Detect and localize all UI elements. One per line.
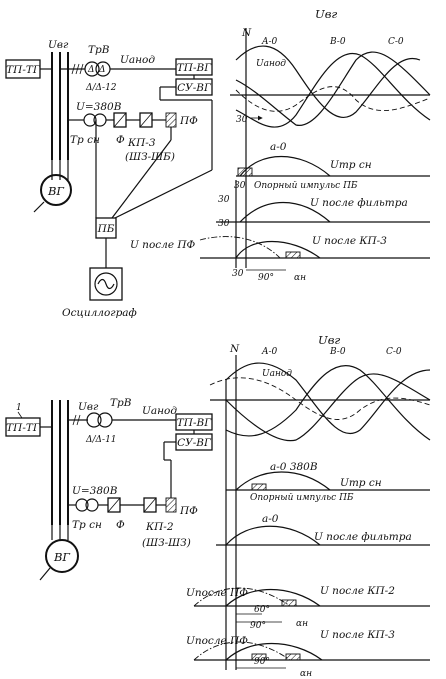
bottom-u-after-pf-1-label: Uпосле ПФ (186, 587, 248, 599)
u-anod-label: Uанод (120, 54, 155, 66)
bottom-u-380-label: U=380В (72, 485, 118, 497)
bottom-su-vg-label: СУ-ВГ (177, 437, 212, 449)
vg-label: ВГ (47, 184, 64, 198)
bottom-phase-a-label: A-0 (261, 347, 278, 357)
bottom-vg-generator (45, 539, 79, 573)
bottom-phase-b-label: B-0 (329, 347, 346, 357)
top-phase-a-label: A-0 (261, 37, 278, 47)
su-vg-label: СУ-ВГ (177, 82, 212, 94)
bottom-u-tr-sn-label: Uтр сн (340, 477, 382, 489)
top-u-after-kp-label: U после КП-3 (312, 235, 387, 247)
top-u-anod-label: Uанод (256, 59, 286, 69)
trv-group-label: Δ/Δ-12 (85, 83, 117, 93)
top-u-vg-label: Uвг (315, 7, 337, 21)
bottom-tp-tg-label: ТП-ТГ (6, 422, 41, 434)
n-label: N (241, 27, 252, 39)
bottom-u-vg-label: Uвг (78, 401, 99, 413)
trv-label: ТрВ (88, 44, 110, 56)
bottom-alpha-1: αн (296, 619, 308, 629)
bottom-trv-label: ТрВ (110, 397, 132, 409)
kp-sub-label: (ШЗ-ШБ) (125, 151, 175, 163)
top-phase-b-label: B-0 (329, 37, 346, 47)
bottom-angle-60: 60° (254, 605, 270, 615)
bottom-pf-label: ПФ (179, 505, 198, 517)
bottom-alpha-2: αн (300, 669, 312, 679)
bottom-u-anod-label: Uанод (142, 405, 177, 417)
top-waveforms: N Uвг A-0 B-0 C-0 Uанод 30 a-0 Uтр сн 30… (199, 7, 431, 283)
bottom-marker: 1 (16, 403, 22, 413)
bottom-kp-label: КП-2 (145, 521, 174, 533)
bottom-u-vg-wave-label: Uвг (318, 333, 340, 347)
top-alpha-label: αн (294, 273, 306, 283)
top-a0-label: a-0 (270, 141, 287, 153)
vg-generator (40, 174, 72, 206)
u-380-label: U=380В (76, 101, 122, 113)
top-angle-30b: 30 (234, 181, 246, 191)
bottom-a0-380-label: a-0 380В (270, 461, 318, 473)
top-phase-c-label: C-0 (388, 37, 404, 47)
bottom-ref-pulse-label: Опорный импульс ПБ (250, 493, 354, 503)
top-schematic: ТП-ТГ Uвг Δ Δ ТрВ Δ/Δ-12 Uанод ТП-ВГ СУ-… (5, 39, 213, 319)
bottom-phase-c-label: C-0 (386, 347, 402, 357)
bottom-u-after-pf-2-label: Uпосле ПФ (186, 635, 248, 647)
top-angle-30c: 30 (218, 195, 230, 205)
bottom-u-after-filter-label: U после фильтра (314, 531, 412, 543)
pf-label: ПФ (179, 115, 198, 127)
bottom-a0-label: a-0 (262, 513, 279, 525)
bottom-schematic: 1 ТП-ТГ Uвг ТрВ Δ/Δ-11 Uанод ТП-ВГ СУ-ВГ… (5, 397, 213, 581)
top-ref-pulse-label: Опорный импульс ПБ (254, 181, 358, 191)
top-angle-90: 90° (258, 273, 274, 283)
tp-vg-label: ТП-ВГ (177, 62, 212, 74)
bottom-u-after-kp3-label: U после КП-3 (320, 629, 395, 641)
bottom-n-label: N (229, 343, 240, 355)
kp-label: КП-3 (127, 137, 156, 149)
top-angle-30e: 30 (232, 269, 244, 279)
bottom-trv-group-label: Δ/Δ-11 (85, 435, 117, 445)
bottom-vg-label: ВГ (53, 550, 70, 564)
bottom-angle-90b: 90° (254, 657, 270, 667)
u-vg-label: Uвг (48, 39, 69, 51)
top-angle-30d: 30 (218, 219, 230, 229)
oscillograph-label: Осциллограф (62, 307, 137, 319)
pb-label: ПБ (97, 223, 115, 235)
bottom-tp-vg-label: ТП-ВГ (177, 417, 212, 429)
bottom-kp-sub-label: (ШЗ-ШЗ) (142, 537, 191, 549)
top-u-after-filter-label: U после фильтра (310, 197, 408, 209)
svg-text:Δ: Δ (87, 65, 95, 75)
bottom-u-after-kp2-label: U после КП-2 (320, 585, 395, 597)
phi-label: Ф (116, 134, 125, 146)
u-after-pf-label: U после ПФ (130, 239, 196, 251)
bottom-angle-90a: 90° (250, 621, 266, 631)
tr-sn-label: Тр сн (70, 134, 100, 146)
bottom-phi-label: Ф (116, 519, 125, 531)
top-angle-30a: 30 (236, 115, 248, 125)
bottom-waveforms: N Uвг A-0 B-0 C-0 Uанод a-0 380В Uтр сн … (186, 333, 431, 679)
top-u-tr-sn-label: Uтр сн (330, 159, 372, 171)
bottom-u-anod-wave-label: Uанод (262, 369, 292, 379)
svg-text:Δ: Δ (98, 65, 106, 75)
tp-tg-label: ТП-ТГ (6, 64, 41, 76)
bottom-tr-sn-label: Тр сн (72, 519, 102, 531)
